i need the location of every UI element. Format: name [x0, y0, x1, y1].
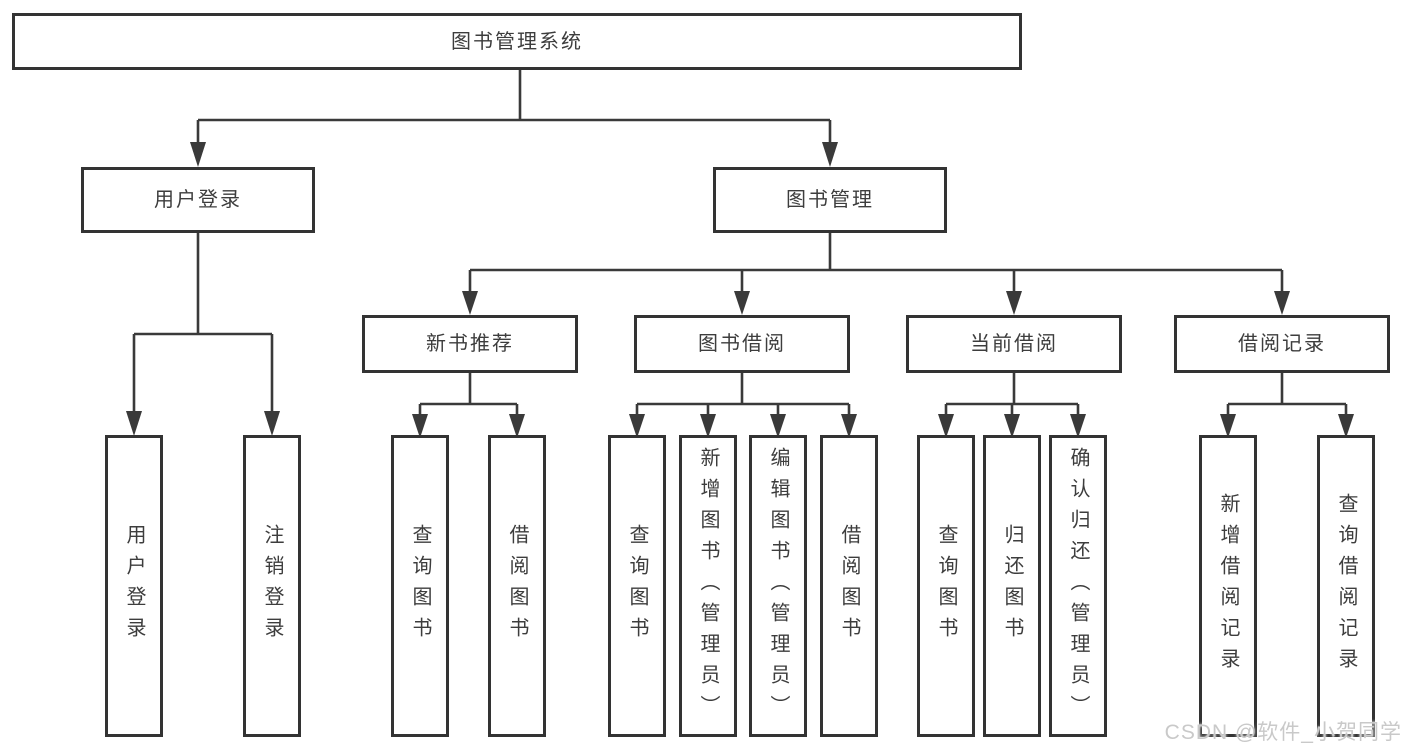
node-book-management: 图书管理: [713, 167, 947, 233]
connector-book-borrow-children: [635, 373, 851, 418]
leaf-query-books-current: 查询图书: [917, 435, 975, 737]
leaf-add-books-admin: 新增图书（管理员）: [679, 435, 737, 737]
arrow-down-icon: [190, 142, 206, 167]
arrow-down-icon: [822, 142, 838, 167]
arrow-down-icon: [126, 411, 142, 436]
leaf-query-books-recommend: 查询图书: [391, 435, 449, 737]
arrow-down-icon: [412, 414, 428, 438]
node-root: 图书管理系统: [12, 13, 1022, 70]
arrow-down-icon: [938, 414, 954, 438]
arrow-down-icon: [841, 414, 857, 438]
arrow-down-icons: [126, 142, 1354, 438]
leaf-user-login: 用户登录: [105, 435, 163, 737]
node-book-borrow: 图书借阅: [634, 315, 850, 373]
arrow-down-icon: [1006, 291, 1022, 315]
arrow-down-icon: [1338, 414, 1354, 438]
arrow-down-icon: [462, 291, 478, 315]
arrow-down-icon: [509, 414, 525, 438]
leaf-logout: 注销登录: [243, 435, 301, 737]
arrow-down-icon: [734, 291, 750, 315]
watermark: CSDN @软件_小贺同学: [1164, 721, 1402, 744]
connector-book-mgmt-sections: [468, 233, 1284, 292]
connector-new-book-children: [418, 373, 519, 418]
leaf-edit-books-admin: 编辑图书（管理员）: [749, 435, 807, 737]
connector-root-to-level2: [196, 70, 832, 146]
leaf-return-books: 归还图书: [983, 435, 1041, 737]
node-user-login: 用户登录: [81, 167, 315, 233]
arrow-down-icon: [1274, 291, 1290, 315]
arrow-down-icon: [264, 411, 280, 436]
connector-current-borrow-children: [944, 373, 1080, 418]
connector-user-login-children: [132, 233, 274, 414]
node-borrow-records: 借阅记录: [1174, 315, 1390, 373]
leaf-borrow-books: 借阅图书: [820, 435, 878, 737]
leaf-query-books-borrow: 查询图书: [608, 435, 666, 737]
arrow-down-icon: [1220, 414, 1236, 438]
leaf-add-borrow-record: 新增借阅记录: [1199, 435, 1257, 737]
node-current-borrow: 当前借阅: [906, 315, 1122, 373]
leaf-confirm-return-admin: 确认归还（管理员）: [1049, 435, 1107, 737]
arrow-down-icon: [1004, 414, 1020, 438]
node-new-book-recommend: 新书推荐: [362, 315, 578, 373]
connector-borrow-records-children: [1226, 373, 1348, 418]
arrow-down-icon: [629, 414, 645, 438]
arrow-down-icon: [1070, 414, 1086, 438]
leaf-query-borrow-record: 查询借阅记录: [1317, 435, 1375, 737]
leaf-borrow-books-recommend: 借阅图书: [488, 435, 546, 737]
arrow-down-icon: [770, 414, 786, 438]
arrow-down-icon: [700, 414, 716, 438]
